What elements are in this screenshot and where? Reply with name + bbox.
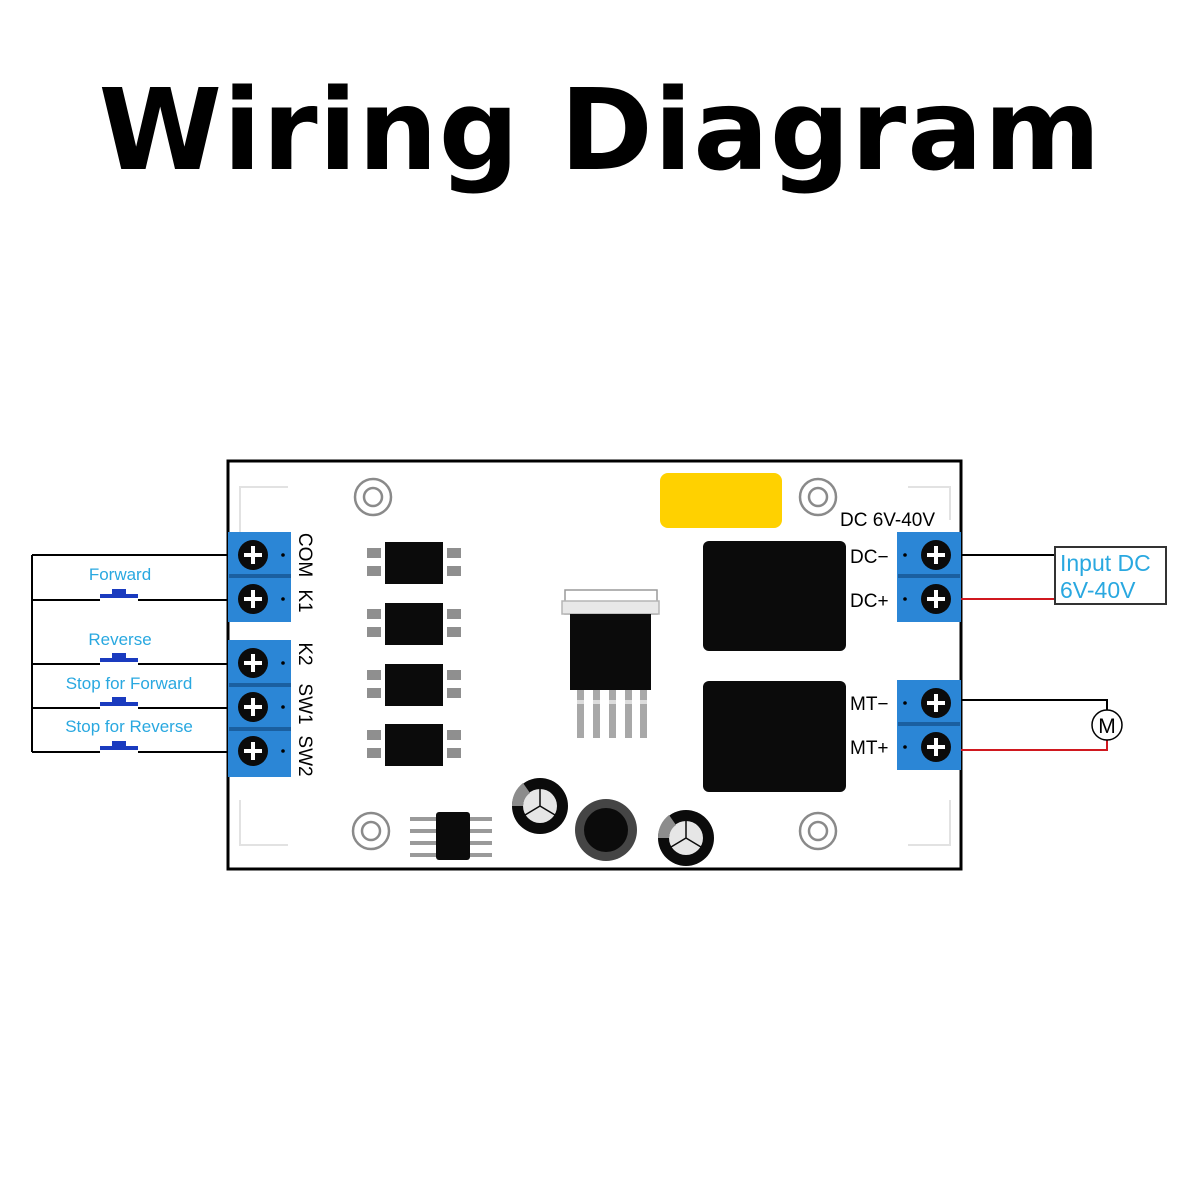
terminal-screw-sw2 <box>238 736 268 766</box>
pin-label-mt-minus: MT− <box>850 694 889 715</box>
label-forward: Forward <box>89 565 151 584</box>
mounting-holes <box>351 477 838 851</box>
label-dc-range: DC 6V-40V <box>840 510 935 531</box>
pin-label-dc-plus: DC+ <box>850 591 889 612</box>
mt-minus-wire <box>961 699 1108 710</box>
label-stop-forward: Stop for Forward <box>66 674 193 693</box>
pin-label-com: COM <box>294 533 315 577</box>
terminal-block-left-bottom <box>228 640 291 777</box>
input-dc-box: Input DC 6V-40V <box>1054 546 1167 605</box>
pin-label-dc-minus: DC− <box>850 547 889 568</box>
input-box-line1: Input DC <box>1060 550 1151 576</box>
relay-1 <box>703 541 846 651</box>
relay-2 <box>703 681 846 792</box>
terminal-screw-dc-plus <box>921 584 951 614</box>
capacitor-3 <box>657 810 714 866</box>
mounting-hole-bl <box>351 811 391 851</box>
label-stop-reverse: Stop for Reverse <box>65 717 193 736</box>
terminal-screw-mt-minus <box>921 688 951 718</box>
optocouplers <box>367 542 461 766</box>
terminal-screw-k2 <box>238 648 268 678</box>
pin-label-k1: K1 <box>294 589 315 612</box>
terminal-screw-dc-minus <box>921 540 951 570</box>
ic-chip <box>410 812 492 860</box>
mt-plus-wire <box>961 740 1108 751</box>
input-box-line2: 6V-40V <box>1060 577 1136 603</box>
pin-label-k2: K2 <box>294 642 315 665</box>
mounting-hole-tr <box>798 477 838 517</box>
optocoupler-3 <box>367 664 461 706</box>
pcb-board: COM K1 K2 SW1 SW2 <box>226 459 963 871</box>
voltage-regulator <box>561 589 660 738</box>
reverse-button <box>100 653 138 662</box>
terminal-screw-k1 <box>238 584 268 614</box>
optocoupler-1 <box>367 542 461 584</box>
stop-reverse-button <box>100 741 138 750</box>
terminal-block-power <box>897 532 961 622</box>
mounting-hole-br <box>798 811 838 851</box>
pin-label-sw1: SW1 <box>294 683 315 724</box>
terminal-screw-com <box>238 540 268 570</box>
terminal-block-motor <box>897 680 961 770</box>
page-title: Wiring Diagram <box>98 66 1102 196</box>
motor-label: M <box>1098 715 1116 738</box>
push-buttons <box>100 589 138 750</box>
yellow-component <box>660 473 782 528</box>
terminal-block-left-top <box>228 532 291 622</box>
stop-forward-button <box>100 697 138 706</box>
switch-wiring <box>31 554 232 753</box>
capacitor-2 <box>575 799 637 861</box>
pin-label-mt-plus: MT+ <box>850 738 889 759</box>
terminal-screw-mt-plus <box>921 732 951 762</box>
motor-symbol: M <box>1091 709 1123 741</box>
mounting-hole-tl <box>353 477 393 517</box>
corner-guides <box>239 486 951 846</box>
motor-wiring <box>961 699 1108 751</box>
capacitor-1 <box>511 778 568 834</box>
optocoupler-2 <box>367 603 461 645</box>
label-reverse: Reverse <box>88 630 151 649</box>
pin-label-sw2: SW2 <box>294 735 315 776</box>
optocoupler-4 <box>367 724 461 766</box>
power-wiring <box>961 554 1055 600</box>
forward-button <box>100 589 138 598</box>
terminal-screw-sw1 <box>238 692 268 722</box>
